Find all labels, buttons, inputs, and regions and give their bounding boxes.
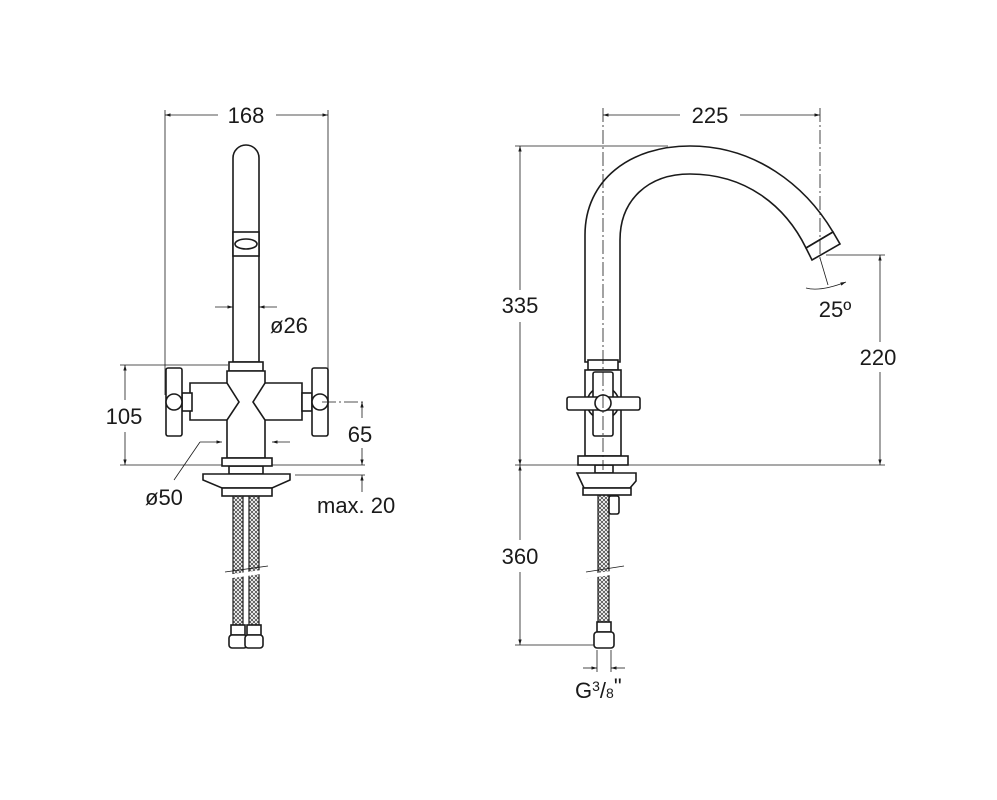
dimension-168: 168 (164, 103, 329, 395)
dimension-105: 105 (106, 364, 365, 466)
dimension-max-20: max. 20 (295, 474, 395, 518)
dim-handle-axis-label: 65 (348, 422, 372, 447)
dimension-spout-diameter: ø26 (215, 305, 308, 338)
dim-spout-diameter-label: ø26 (270, 313, 308, 338)
dimension-thread: G3/8" (575, 650, 625, 703)
handle-right (301, 367, 329, 437)
supply-hose-side (583, 494, 627, 649)
supply-hoses (223, 494, 271, 649)
spout (232, 144, 260, 363)
mounting-plate (202, 465, 291, 497)
dim-base-diameter-label: ø50 (145, 485, 183, 510)
dim-spout-height-label: 220 (860, 345, 897, 370)
dimension-220: 220 (826, 254, 897, 465)
handle-left (165, 367, 193, 437)
mixer-body-side (566, 359, 641, 466)
mounting-plate-side (575, 464, 637, 496)
dim-reach-label: 225 (692, 103, 729, 128)
dimension-base-diameter: ø50 (145, 440, 290, 510)
mixer-body (189, 361, 303, 467)
dim-hose-length-label: 360 (502, 544, 539, 569)
dimension-225: 225 (603, 103, 820, 128)
dim-thread-label: G3/8" (575, 674, 622, 703)
dimension-65: 65 (322, 401, 372, 465)
dim-total-height-label: 335 (502, 293, 539, 318)
side-view: 225 335 220 25º 360 (502, 103, 897, 703)
gooseneck-spout (584, 145, 842, 363)
dim-width-label: 168 (228, 103, 265, 128)
dimension-360: 360 (502, 465, 594, 646)
dimension-335: 335 (502, 145, 885, 466)
dim-handle-height-label: 105 (106, 404, 143, 429)
dim-angle-label: 25º (819, 297, 852, 322)
dim-max-thickness-label: max. 20 (317, 493, 395, 518)
dimension-angle: 25º (805, 257, 852, 322)
front-view: 168 ø26 105 65 ø50 (106, 103, 395, 649)
